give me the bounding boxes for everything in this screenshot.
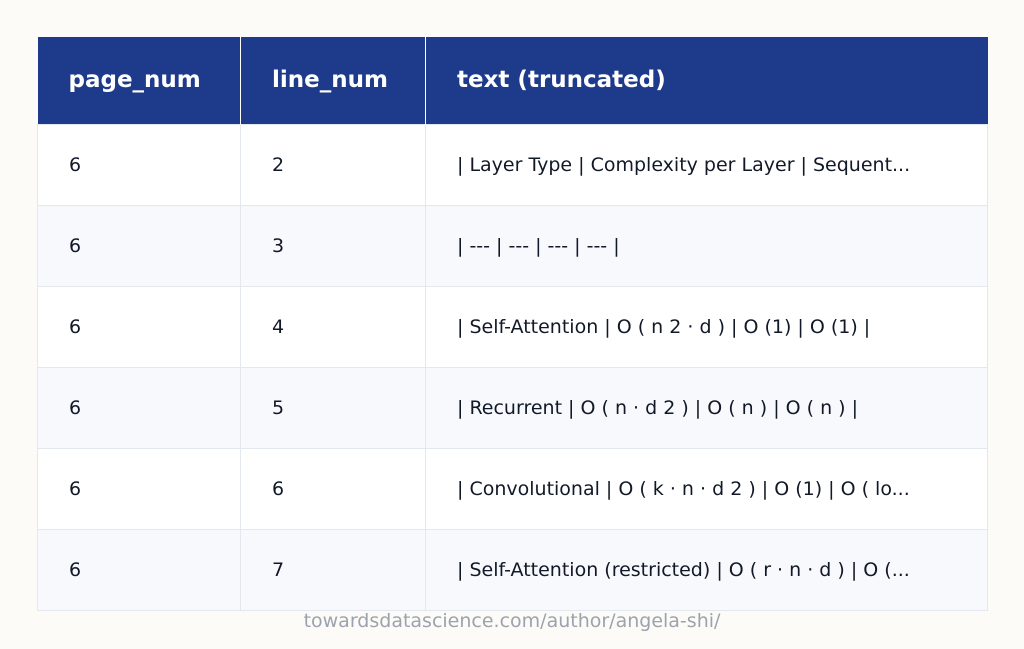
cell-page-num: 6	[37, 285, 241, 368]
table-row: 6 7 | Self-Attention (restricted) | O ( …	[37, 528, 988, 611]
cell-page-num: 6	[37, 204, 241, 287]
column-header-line-num: line_num	[240, 37, 426, 124]
cell-text: | Self-Attention (restricted) | O ( r · …	[425, 528, 988, 611]
column-header-page-num: page_num	[37, 37, 241, 124]
cell-line-num: 6	[240, 447, 426, 530]
cell-text: | --- | --- | --- | --- |	[425, 204, 988, 287]
cell-line-num: 7	[240, 528, 426, 611]
cell-text: | Convolutional | O ( k · n · d 2 ) | O …	[425, 447, 988, 530]
cell-text: | Self-Attention | O ( n 2 · d ) | O (1)…	[425, 285, 988, 368]
cell-line-num: 3	[240, 204, 426, 287]
column-header-text: text (truncated)	[457, 67, 666, 94]
cell-text: | Recurrent | O ( n · d 2 ) | O ( n ) | …	[425, 366, 988, 449]
table-row: 6 5 | Recurrent | O ( n · d 2 ) | O ( n …	[37, 366, 988, 449]
cell-page-num: 6	[37, 123, 241, 206]
table-row: 6 2 | Layer Type | Complexity per Layer …	[37, 123, 988, 206]
table-body: 6 2 | Layer Type | Complexity per Layer …	[37, 123, 988, 611]
cell-page-num: 6	[37, 366, 241, 449]
source-attribution: towardsdatascience.com/author/angela-shi…	[303, 610, 721, 632]
cell-line-num: 2	[240, 123, 426, 206]
table-row: 6 4 | Self-Attention | O ( n 2 · d ) | O…	[37, 285, 988, 368]
cell-line-num: 4	[240, 285, 426, 368]
cell-line-num: 5	[240, 366, 426, 449]
cell-page-num: 6	[37, 447, 241, 530]
table-row: 6 3 | --- | --- | --- | --- |	[37, 204, 988, 287]
table-header: page_num line_num text (truncated)	[37, 37, 988, 124]
cell-text: | Layer Type | Complexity per Layer | Se…	[425, 123, 988, 206]
header-row: page_num line_num text (truncated)	[37, 37, 988, 124]
data-table: page_num line_num text (truncated) 6 2 |…	[37, 37, 988, 611]
cell-page-num: 6	[37, 528, 241, 611]
table-row: 6 6 | Convolutional | O ( k · n · d 2 ) …	[37, 447, 988, 530]
